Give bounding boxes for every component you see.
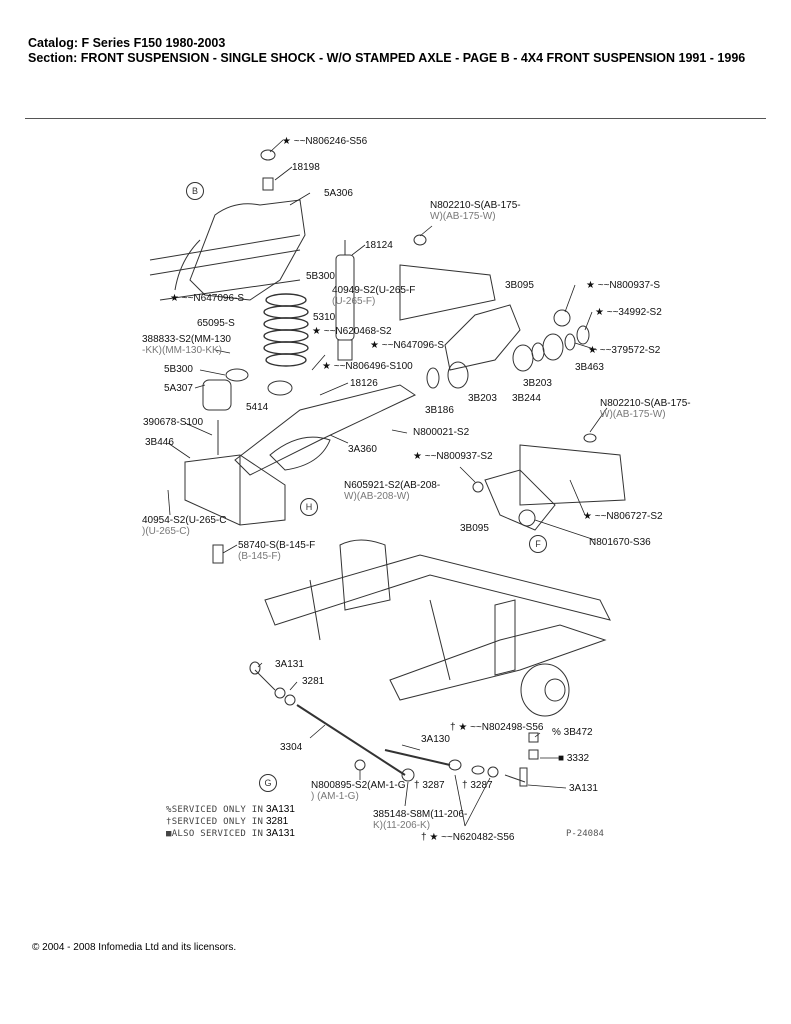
part-label[interactable]: % 3B472: [552, 727, 593, 738]
part-label[interactable]: 5B300: [306, 271, 335, 282]
bracket-3b095-lower-drawing: [472, 433, 626, 531]
bracket-3b095-upper-drawing: [399, 234, 521, 371]
coil-spring-drawing: [263, 293, 309, 367]
callout-h: H: [300, 498, 318, 516]
spring-seat-bracket-drawing: [149, 199, 306, 301]
radius-arm-bracket-drawing: [184, 420, 286, 564]
part-label[interactable]: ★ ~~N647096-S: [170, 293, 245, 304]
steering-linkage-drawing: [249, 661, 539, 787]
spring-seat-5414: [267, 380, 293, 396]
part-label[interactable]: 3B095: [460, 523, 489, 534]
part-label[interactable]: † 3287: [414, 780, 445, 791]
legend: %SERVICED ONLY IN 3A131 †SERVICED ONLY I…: [166, 804, 295, 840]
part-label[interactable]: 5A307: [164, 383, 193, 394]
part-label[interactable]: N800021-S2: [413, 427, 470, 438]
part-label[interactable]: ■ 3332: [558, 753, 590, 764]
part-label[interactable]: 40954-S2(U-265-C)(U-265-C): [142, 515, 227, 537]
part-label[interactable]: † ★ ~~N620482-S56: [421, 832, 515, 843]
part-label[interactable]: 3B203: [468, 393, 497, 404]
page-header: Catalog: F Series F150 1980-2003 Section…: [28, 36, 768, 66]
part-label[interactable]: 3B446: [145, 437, 174, 448]
part-label[interactable]: N801670-S36: [589, 537, 651, 548]
part-label[interactable]: ★ ~~N806496-S100: [322, 361, 413, 372]
part-label[interactable]: 3304: [280, 742, 303, 753]
legend-row: ■ALSO SERVICED IN 3A131: [166, 828, 295, 839]
header-divider: [25, 118, 766, 119]
part-label[interactable]: 3A131: [275, 659, 304, 670]
part-label[interactable]: ★ ~~N620468-S2: [312, 326, 392, 337]
part-label[interactable]: 5A306: [324, 188, 353, 199]
part-label[interactable]: 5310: [313, 312, 336, 323]
part-label[interactable]: 3B095: [505, 280, 534, 291]
part-label[interactable]: † ★ ~~N802498-S56: [450, 722, 544, 733]
part-label[interactable]: 5B300: [164, 364, 193, 375]
callout-f: F: [529, 535, 547, 553]
part-label[interactable]: ★ ~~34992-S2: [595, 307, 662, 318]
part-label[interactable]: N800895-S2(AM-1-G) (AM-1-G): [311, 780, 406, 802]
radius-arm-drawing: [234, 384, 417, 476]
part-label[interactable]: 3B186: [425, 405, 454, 416]
callout-b: B: [186, 182, 204, 200]
part-label[interactable]: 385148-S8M(11-206-K)(11-206-K): [373, 809, 468, 831]
top-nut-drawing: [260, 149, 276, 191]
frame-axle-assembly-drawing: [264, 539, 611, 717]
part-label[interactable]: 3A130: [421, 734, 450, 745]
legend-row: †SERVICED ONLY IN 3281: [166, 816, 289, 827]
part-label[interactable]: 18198: [292, 162, 320, 173]
part-label[interactable]: N605921-S2(AB-208-W)(AB-208-W): [344, 480, 441, 502]
part-label[interactable]: 3A360: [348, 444, 377, 455]
legend-row: %SERVICED ONLY IN 3A131: [166, 804, 295, 815]
part-label[interactable]: 65095-S: [197, 318, 235, 329]
leader-lines: [167, 139, 608, 827]
catalog-title: Catalog: F Series F150 1980-2003: [28, 36, 226, 50]
part-label[interactable]: 3B463: [575, 362, 604, 373]
part-label[interactable]: 58740-S(B-145-F(B-145-F): [238, 540, 316, 562]
copyright-footer: © 2004 - 2008 Infomedia Ltd and its lice…: [32, 942, 237, 953]
shock-absorber-drawing: [335, 240, 355, 361]
part-label[interactable]: 5414: [246, 402, 269, 413]
part-label[interactable]: 40949-S2(U-265-F(U-265-F): [332, 285, 416, 307]
part-label[interactable]: 390678-S100: [143, 417, 204, 428]
bumper-5a307: [202, 379, 232, 411]
part-label[interactable]: ★ ~~N800937-S2: [413, 451, 493, 462]
part-label[interactable]: ★ ~~379572-S2: [588, 345, 661, 356]
part-label[interactable]: 18124: [365, 240, 393, 251]
bushings-drawing: [426, 309, 590, 389]
part-label[interactable]: ★ ~~N800937-S: [586, 280, 661, 291]
section-title: Section: FRONT SUSPENSION - SINGLE SHOCK…: [28, 51, 746, 65]
part-label[interactable]: 3B203: [523, 378, 552, 389]
part-label[interactable]: ★ ~~N806246-S56: [282, 136, 368, 147]
part-label[interactable]: 3B244: [512, 393, 541, 404]
part-label[interactable]: † 3287: [462, 780, 493, 791]
callout-g: G: [259, 774, 277, 792]
part-label[interactable]: N802210-S(AB-175-W)(AB-175-W): [430, 200, 521, 222]
part-label[interactable]: 3281: [302, 676, 325, 687]
spring-seat-5b300: [225, 368, 249, 382]
part-label[interactable]: ★ ~~N647096-S: [370, 340, 445, 351]
part-label[interactable]: N802210-S(AB-175-W)(AB-175-W): [600, 398, 691, 420]
part-label[interactable]: 18126: [350, 378, 378, 389]
part-label[interactable]: 3A131: [569, 783, 598, 794]
part-label[interactable]: 388833-S2(MM-130-KK)(MM-130-KK): [142, 334, 231, 356]
part-label[interactable]: ★ ~~N806727-S2: [583, 511, 663, 522]
plate-number: P-24084: [566, 829, 604, 839]
